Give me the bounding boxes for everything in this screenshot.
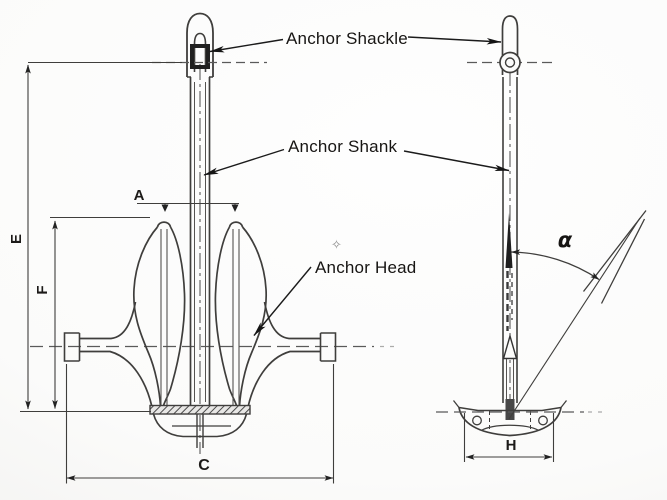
- front-left-arm: [63, 301, 153, 408]
- annotation-arrows: [203, 36, 510, 337]
- dimension-e: [25, 61, 182, 410]
- sparkle-icon: ✧: [331, 237, 342, 252]
- front-crown: [149, 404, 251, 448]
- dim-c-label: C: [198, 457, 210, 474]
- front-right-arm: [247, 301, 337, 408]
- side-shackle: [499, 15, 521, 75]
- dimension-a: [137, 202, 239, 212]
- dim-e-label: E: [7, 234, 25, 245]
- alpha-angle-arc: [511, 249, 600, 281]
- anchor-shank-label: Anchor Shank: [288, 137, 398, 156]
- fluke-tip-silhouette: [505, 213, 513, 268]
- anchor-head-label: Anchor Head: [315, 258, 417, 277]
- dim-h-label: H: [505, 437, 517, 454]
- alpha-angle-label: α: [557, 228, 573, 252]
- dimension-f: [50, 216, 150, 409]
- side-crown: [452, 400, 568, 437]
- front-view-drawing: [20, 12, 400, 484]
- shackle-arrow-left: [209, 38, 284, 53]
- dim-a-label: A: [133, 187, 145, 204]
- front-left-fluke: [132, 221, 186, 408]
- anchor-shackle-label: Anchor Shackle: [286, 29, 408, 48]
- head-arrow: [253, 266, 312, 337]
- side-fluke-raised: [508, 210, 647, 420]
- dimension-c: [65, 364, 335, 484]
- dimension-h: [463, 413, 555, 462]
- shackle-arrow-right: [407, 36, 502, 45]
- shank-arrow-right: [403, 150, 510, 172]
- front-shank: [189, 77, 211, 406]
- dim-f-label: F: [33, 285, 51, 295]
- side-shank: [502, 77, 518, 420]
- side-view-drawing: [436, 15, 647, 462]
- shank-arrow-detail: [502, 333, 518, 360]
- shank-arrow-left: [203, 148, 285, 176]
